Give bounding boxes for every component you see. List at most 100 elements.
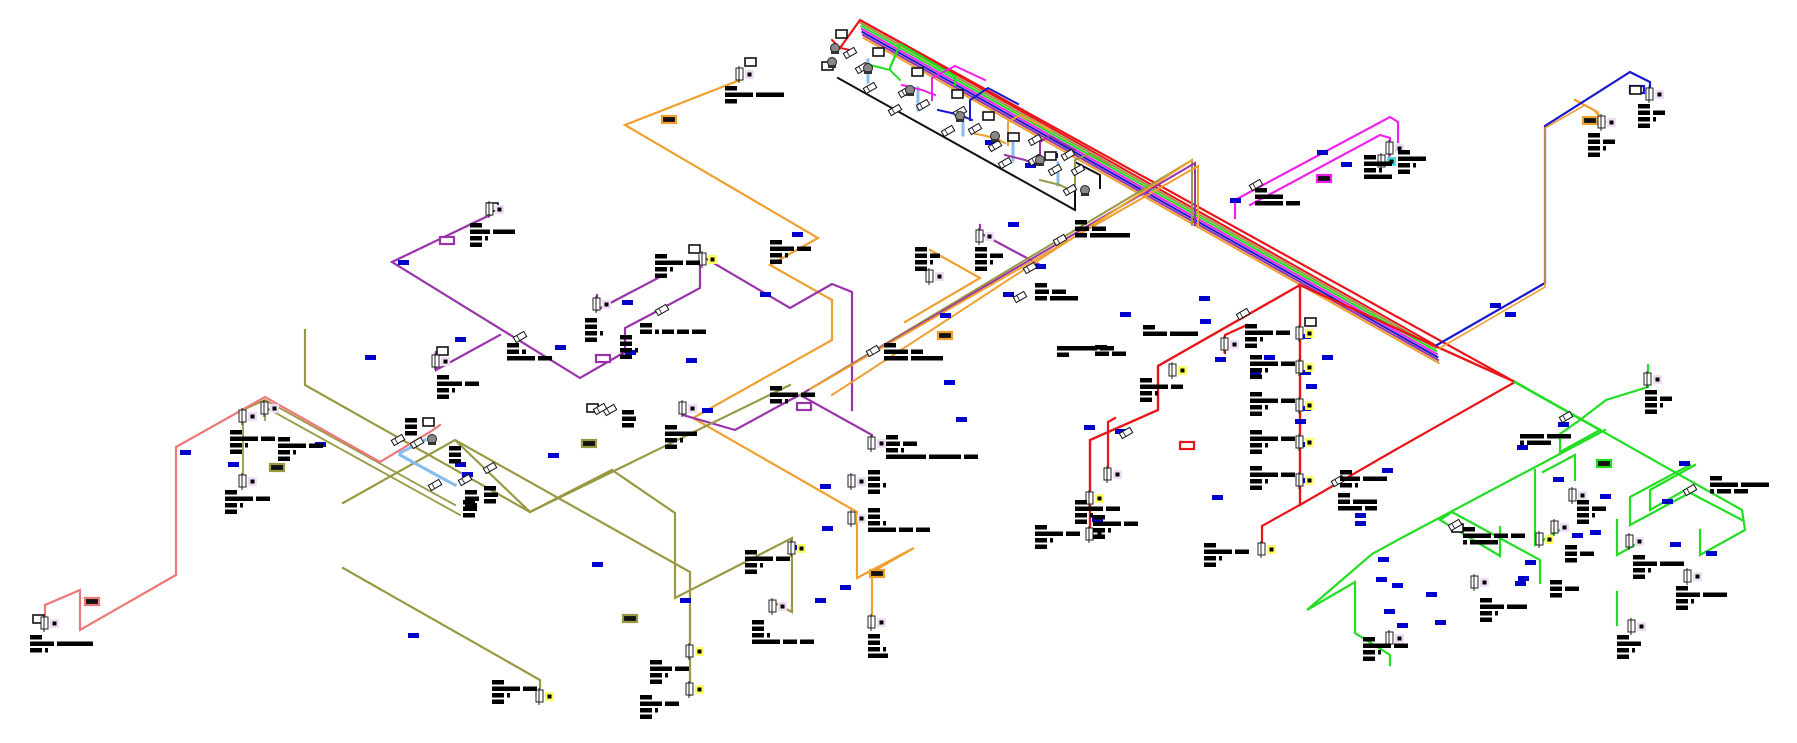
pipe-size-tag xyxy=(548,453,559,458)
pipe-size-tag xyxy=(1426,592,1437,597)
fixture-badge-dot xyxy=(604,302,609,307)
redacted-text xyxy=(1204,549,1232,554)
redacted-text xyxy=(1577,506,1589,511)
fixture-badge-dot xyxy=(1655,377,1660,382)
redacted-text xyxy=(1050,296,1078,301)
redacted-text xyxy=(665,673,668,678)
water-heater-icon xyxy=(1625,533,1644,550)
redacted-label xyxy=(1710,476,1769,494)
callout-box xyxy=(951,89,964,99)
redacted-text xyxy=(776,556,790,561)
redacted-text xyxy=(225,503,237,508)
redacted-text xyxy=(1250,411,1262,416)
redacted-text xyxy=(868,647,880,652)
fixture-badge-dot xyxy=(250,479,255,484)
redacted-text xyxy=(1255,194,1283,199)
valve-icon xyxy=(1052,233,1068,247)
redacted-text xyxy=(1204,562,1216,567)
redacted-text xyxy=(1250,361,1278,366)
redacted-text xyxy=(1250,398,1278,403)
redacted-text xyxy=(1398,163,1410,168)
water-heater-icon xyxy=(1295,359,1314,376)
valve-line xyxy=(1031,138,1036,144)
green-pipe xyxy=(1513,380,1602,432)
valve-body xyxy=(1118,426,1134,440)
fixture-badge-dot xyxy=(1562,525,1567,530)
pipe-size-tag xyxy=(1392,583,1403,588)
redacted-text xyxy=(868,489,880,494)
redacted-text xyxy=(405,431,417,436)
water-heater-icon xyxy=(1295,397,1314,414)
redacted-text xyxy=(57,641,93,646)
redacted-label xyxy=(230,430,275,454)
redacted-label xyxy=(30,635,93,653)
valve-body xyxy=(409,436,425,450)
valve-body xyxy=(862,81,878,95)
redacted-label xyxy=(620,335,638,359)
fixture-badge-dot xyxy=(1639,624,1644,629)
redacted-text xyxy=(650,679,662,684)
valve-icon xyxy=(592,402,608,416)
redacted-text xyxy=(585,331,597,336)
redacted-text xyxy=(868,514,880,519)
redacted-text xyxy=(1363,637,1375,642)
redacted-text xyxy=(665,425,677,430)
redacted-text xyxy=(1364,174,1392,179)
redacted-text xyxy=(868,521,880,526)
redacted-label xyxy=(884,343,943,361)
redacted-text xyxy=(745,563,757,568)
redacted-text xyxy=(1603,146,1606,151)
redacted-text xyxy=(1638,117,1650,122)
callout-box xyxy=(436,346,449,356)
redacted-text xyxy=(868,470,880,475)
redacted-text xyxy=(886,441,900,446)
redacted-label xyxy=(1093,515,1138,539)
redacted-label xyxy=(1204,543,1249,567)
valve-body xyxy=(1047,163,1063,177)
redacted-text xyxy=(1507,604,1527,609)
redacted-text xyxy=(1140,384,1168,389)
redacted-text xyxy=(725,99,737,104)
redacted-text xyxy=(507,693,510,698)
valve-icon xyxy=(457,473,473,487)
fixture-badge-dot xyxy=(1269,547,1274,552)
redacted-label xyxy=(650,660,689,684)
redacted-text xyxy=(1588,139,1600,144)
redacted-text xyxy=(1363,650,1375,655)
redacted-text xyxy=(635,348,638,353)
callout-box xyxy=(422,417,435,427)
redacted-text xyxy=(655,273,667,278)
redacted-text xyxy=(1276,330,1290,335)
fixture-badge-dot xyxy=(443,359,448,364)
redacted-text xyxy=(1470,540,1498,545)
valve-body xyxy=(457,473,473,487)
redacted-text xyxy=(884,343,896,348)
redacted-text xyxy=(1075,513,1087,518)
valve-line xyxy=(1252,183,1257,189)
redacted-label xyxy=(640,695,679,719)
valve-icon xyxy=(512,330,528,344)
pipe-size-tag xyxy=(455,337,466,342)
redacted-text xyxy=(1580,551,1594,556)
valve-line xyxy=(1001,161,1006,167)
redacted-text xyxy=(1638,110,1650,115)
redacted-text xyxy=(915,253,927,258)
fixture-badge-dot xyxy=(1397,146,1402,151)
valve-line xyxy=(1122,431,1127,437)
redacted-text xyxy=(484,486,496,491)
red-pipe xyxy=(838,18,1518,555)
redacted-text xyxy=(1245,343,1257,348)
green-pipe xyxy=(1450,510,1542,585)
water-heater-icon xyxy=(678,400,697,417)
pipe-size-tag xyxy=(1215,357,1226,362)
redacted-text xyxy=(1588,152,1600,157)
redacted-text xyxy=(665,438,677,443)
zone-marker-salmon xyxy=(83,596,101,607)
valve-icon xyxy=(865,344,881,358)
redacted-text xyxy=(650,666,672,671)
water-heater-icon xyxy=(431,353,450,370)
fixture-badge-dot xyxy=(1609,120,1614,125)
valve-line xyxy=(606,408,611,414)
valve-line xyxy=(1026,266,1031,272)
valve-icon xyxy=(967,122,983,136)
